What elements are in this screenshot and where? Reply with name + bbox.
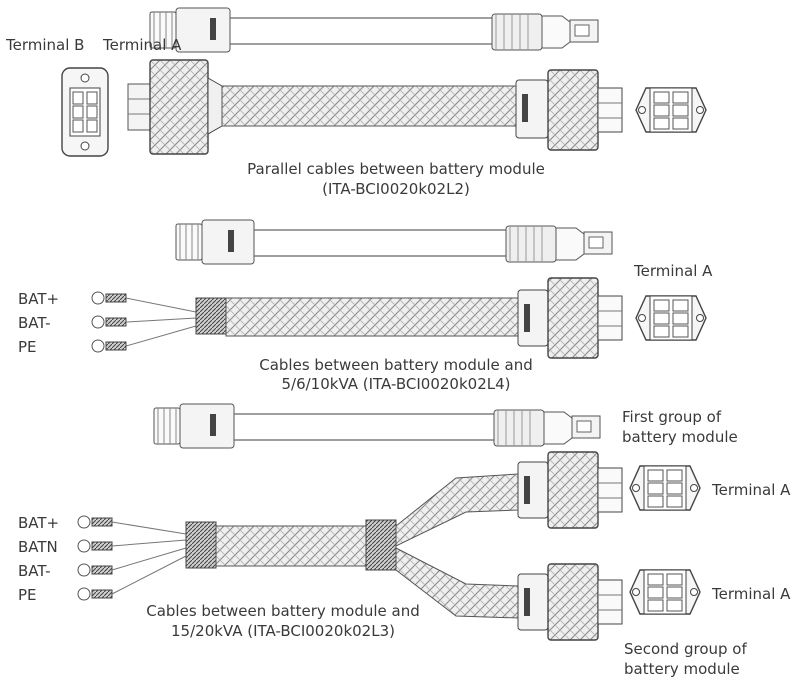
network-cable-1 [149, 7, 599, 53]
terminal-a-connector-3 [629, 465, 701, 511]
caption-2-line2: 5/6/10kVA (ITA-BCI0020k02L4) [281, 375, 511, 393]
power-cable-2 [91, 277, 623, 359]
terminal-b-label: Terminal B [6, 36, 85, 54]
lead-label-pe-2: PE [18, 338, 37, 356]
terminal-a-label-top: Terminal A [103, 36, 182, 54]
lead-label-bat-minus-2: BAT- [18, 314, 51, 332]
terminal-a-label-lower-branch: Terminal A [712, 585, 791, 603]
lead-label-bat-plus-3: BAT+ [18, 514, 60, 532]
lead-label-batn-3: BATN [18, 538, 58, 556]
caption-3-line2: 15/20kVA (ITA-BCI0020k02L3) [171, 622, 395, 640]
second-group-label-line1: Second group of [624, 640, 747, 658]
power-cable-y-split [77, 451, 623, 641]
network-cable-3 [153, 403, 601, 449]
terminal-a-label-section2: Terminal A [634, 262, 713, 280]
lead-label-pe-3: PE [18, 586, 37, 604]
caption-1-line2: (ITA-BCI0020k02L2) [322, 180, 470, 198]
network-cable-2 [175, 219, 613, 265]
lead-label-bat-minus-3: BAT- [18, 562, 51, 580]
second-group-label-line2: battery module [624, 660, 740, 678]
first-group-label-line2: battery module [622, 428, 738, 446]
lead-label-bat-plus-2: BAT+ [18, 290, 60, 308]
terminal-a-label-upper-branch: Terminal A [712, 481, 791, 499]
caption-3-line1: Cables between battery module and [146, 602, 420, 620]
first-group-label-line1: First group of [622, 408, 722, 426]
power-cable-1 [127, 59, 623, 155]
caption-1-line1: Parallel cables between battery module [247, 160, 545, 178]
terminal-a-connector-2 [635, 295, 707, 341]
terminal-b-connector [61, 67, 109, 157]
caption-2-line1: Cables between battery module and [259, 356, 533, 374]
terminal-a-connector-1 [635, 87, 707, 133]
terminal-a-connector-4 [629, 569, 701, 615]
